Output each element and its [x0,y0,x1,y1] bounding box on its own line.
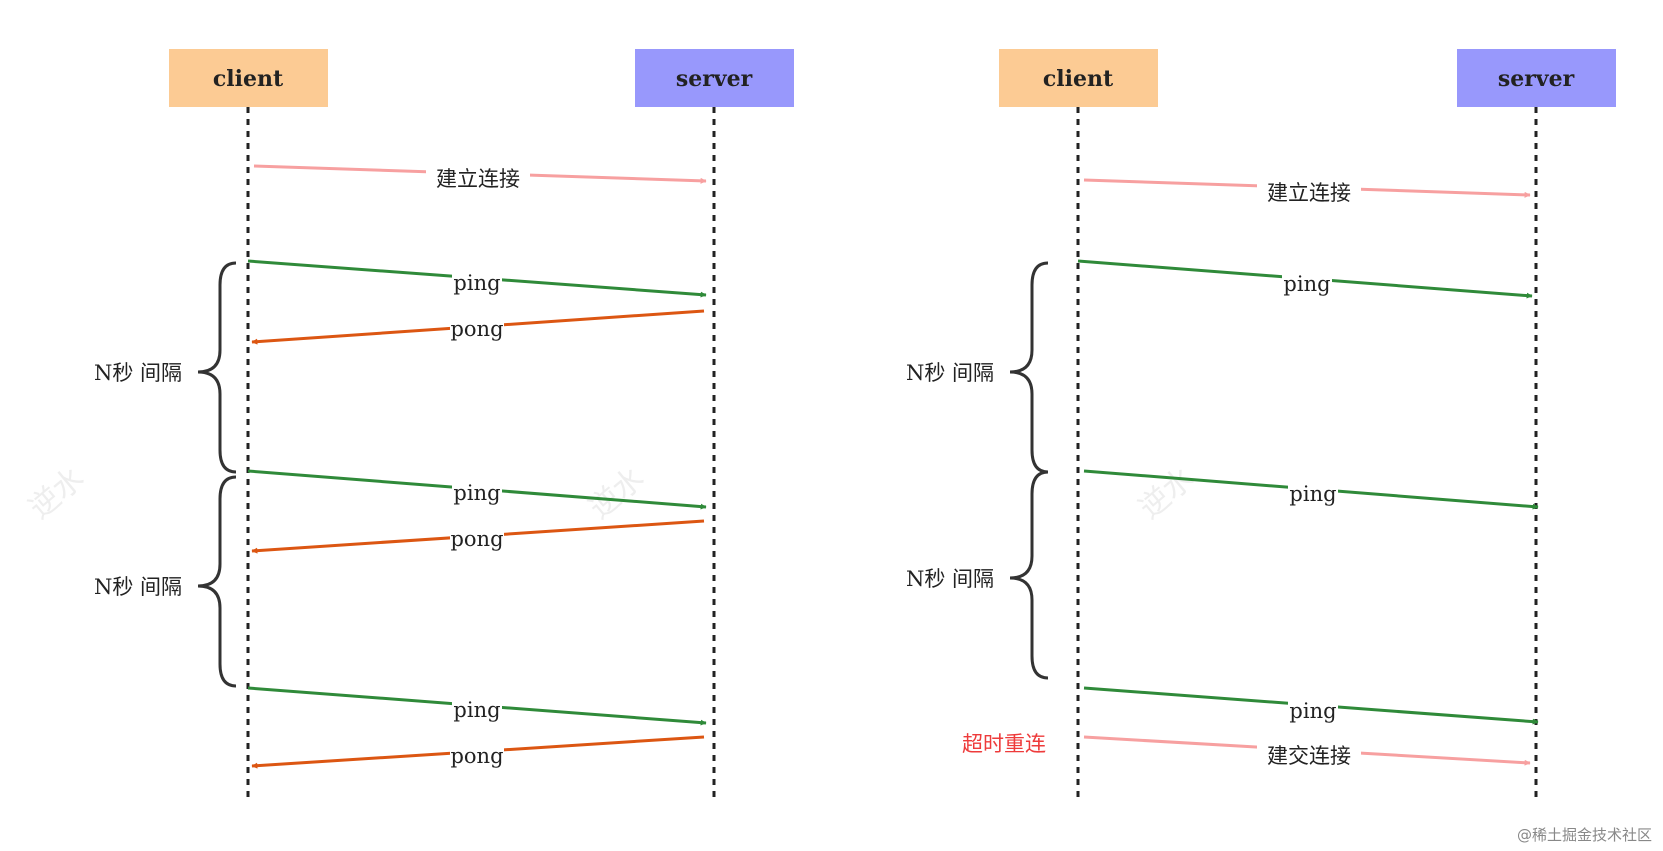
ping-label: ping [1289,482,1336,506]
right-diagram: client server 建立连接 ping ping ping 建交连接 超… [906,49,1616,800]
ping-label: ping [453,271,500,295]
interval-label: N秒 间隔 [906,361,994,385]
interval-label: N秒 间隔 [906,567,994,591]
left-server-label: server [676,66,753,92]
ping-label: ping [1283,272,1330,296]
watermark: 逆水 [1133,461,1201,526]
left-client-box [169,49,328,107]
ping-label: ping [453,698,500,722]
reconnect-label: 建交连接 [1267,744,1351,768]
right-client-label: client [1043,66,1114,92]
left-server-box [635,49,794,107]
interval-brace [197,261,237,474]
watermark: 逆水 [583,461,651,526]
left-diagram: client server 建立连接 ping pong ping pong p… [94,49,794,800]
pong-label: pong [450,744,503,768]
interval-brace [197,475,237,688]
interval-brace [1009,470,1049,680]
right-server-label: server [1498,66,1575,92]
watermark: 逆水 [23,461,91,526]
interval-brace [1009,261,1049,474]
pong-label: pong [450,317,503,341]
credit-text: @稀土掘金技术社区 [1517,826,1652,844]
right-server-box [1457,49,1616,107]
left-client-label: client [213,66,284,92]
connect-label: 建立连接 [1267,181,1351,205]
pong-label: pong [450,527,503,551]
right-client-box [999,49,1158,107]
timeout-reconnect-label: 超时重连 [962,732,1046,756]
ping-label: ping [1289,699,1336,723]
ping-label: ping [453,481,500,505]
connect-label: 建立连接 [436,167,520,191]
interval-label: N秒 间隔 [94,361,182,385]
interval-label: N秒 间隔 [94,575,182,599]
